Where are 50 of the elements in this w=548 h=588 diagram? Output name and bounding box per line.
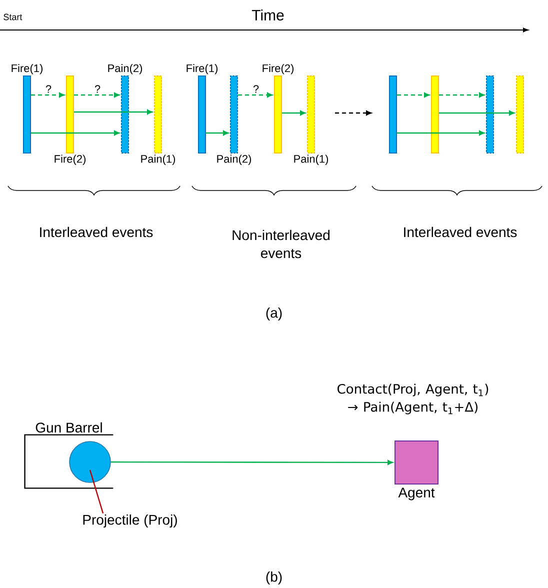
arrow <box>206 130 228 136</box>
axis-title: Time <box>252 10 284 20</box>
node-label: Fire(1) <box>186 64 218 74</box>
arrow <box>397 92 430 98</box>
node-label: Fire(2) <box>54 154 86 165</box>
panel-label: (b) <box>266 571 282 585</box>
projectile-label: Projectile (Proj) <box>83 514 177 528</box>
group-label: Interleaved events <box>40 226 153 238</box>
event-bar: Pain(1) <box>294 76 328 165</box>
node-label: Agent <box>398 488 435 500</box>
group-label: Interleaved events <box>404 226 517 238</box>
event-bar <box>486 76 494 154</box>
edge-label: ? <box>46 85 52 93</box>
arrow <box>397 130 484 136</box>
event-bar: Fire(1) <box>12 64 42 154</box>
node-label: Fire(1) <box>12 64 43 74</box>
group-label: Non-interleaved events <box>232 230 330 258</box>
event-bar: Fire(2) <box>54 76 86 165</box>
agent-box: Agent <box>394 440 438 500</box>
event-bar <box>389 76 397 154</box>
arrow <box>74 110 152 114</box>
node-label: Pain(1) <box>294 154 328 165</box>
arrow <box>282 110 306 116</box>
arrow <box>31 92 64 98</box>
node-label: Pain(2) <box>217 154 252 165</box>
rule-text: Contact(Proj, Agent, t$_{1}$) → Pain(Agent, t$_{1}$+Δ) <box>338 384 488 414</box>
arrow <box>238 92 272 98</box>
event-bar <box>431 76 439 154</box>
event-bar: Pain(2) <box>217 76 252 165</box>
node-label: Pain(1) <box>141 154 176 165</box>
node-label: Fire(2) <box>262 64 294 74</box>
arrow <box>439 92 484 98</box>
event-bar: Fire(1) <box>186 64 218 154</box>
event-bar: Fire(2) <box>262 64 294 154</box>
edge-label: ? <box>94 85 100 93</box>
arrow <box>439 110 514 116</box>
gun-barrel: Gun Barrel <box>24 422 114 489</box>
event-bar <box>516 76 524 154</box>
event-bar: Pain(1) <box>141 76 176 165</box>
leader-line <box>89 470 104 514</box>
event-bar: Pain(2) <box>108 64 142 154</box>
arrow <box>31 130 120 136</box>
arrow <box>335 110 372 116</box>
panel-label: (a) <box>266 307 282 321</box>
arrow <box>110 460 393 465</box>
arrow <box>74 92 120 98</box>
projectile-circle <box>69 441 111 483</box>
start-label: Start <box>4 14 22 20</box>
edge-label: ? <box>253 85 259 93</box>
node-label: Pain(2) <box>108 64 142 74</box>
